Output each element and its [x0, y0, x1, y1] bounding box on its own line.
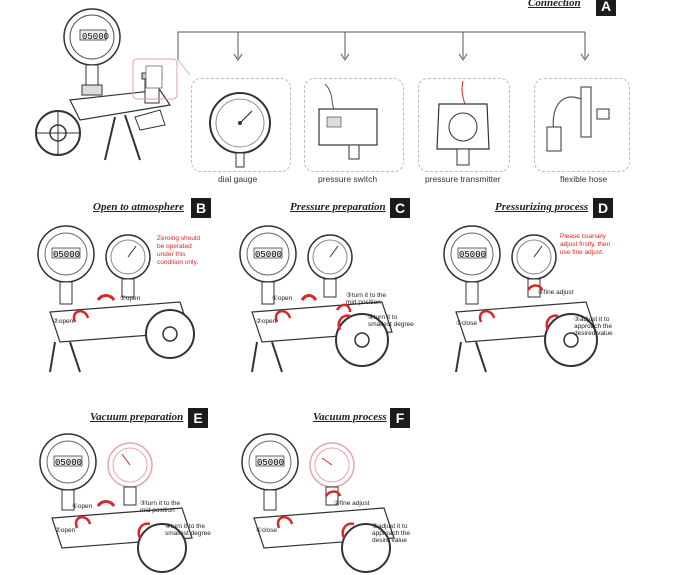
panel-b-readout: 05000	[53, 250, 80, 260]
panel-e-step3: ③turn it to the mid position	[140, 500, 181, 514]
panel-e-readout: 05000	[55, 458, 82, 468]
panel-f-title: Vacuum process	[313, 411, 387, 423]
caption-pressure-switch: pressure switch	[318, 174, 378, 184]
badge-f: F	[390, 408, 410, 428]
connector-highlight	[132, 58, 178, 100]
flexible-hose-icon	[546, 86, 610, 152]
badge-e: E	[188, 408, 208, 428]
dial-gauge-icon	[209, 92, 271, 168]
panel-e-step1: ①open	[72, 503, 93, 510]
pump-illustration-main: 05000	[35, 8, 172, 161]
panel-e-illustration: 05000	[39, 433, 193, 573]
pressure-switch-icon	[318, 83, 378, 160]
connection-lines	[177, 31, 590, 76]
panel-c-step1: ①open	[272, 295, 293, 302]
panel-e-title: Vacuum preparation	[90, 411, 184, 423]
card-dial-gauge	[191, 78, 291, 172]
panel-f-illustration: 05000	[241, 433, 395, 573]
badge-c: C	[390, 198, 410, 218]
panel-f-step1: ①close	[256, 527, 278, 534]
panel-d-title: Pressurizing process	[495, 201, 589, 213]
panel-d-readout: 05000	[459, 250, 486, 260]
panel-b-step2: ②open	[53, 318, 74, 325]
caption-dial-gauge: dial gauge	[218, 174, 258, 184]
panel-c-illustration: 05000	[239, 225, 393, 373]
panel-b-illustration: 05000	[37, 225, 195, 373]
panel-c-title: Pressure preparation	[290, 201, 386, 213]
caption-flexible-hose: flexible hose	[560, 174, 608, 184]
card-pressure-switch	[304, 78, 404, 172]
card-pressure-transmitter	[418, 78, 510, 172]
connection-title: Connection	[528, 0, 581, 9]
panel-b-step1: ①open	[120, 295, 141, 302]
panel-c-step3: ③turn it to the mid position	[346, 292, 387, 306]
panel-f-step2: ②fine adjust	[334, 500, 370, 507]
caption-pressure-transmitter: pressure transmitter	[425, 174, 501, 184]
panel-d-illustration: 05000	[443, 225, 598, 373]
panel-d-step1: ①close	[456, 320, 478, 327]
panel-b-title: Open to atmosphere	[93, 201, 185, 213]
panel-f-step3: ③adjust it to approach the desire value	[372, 523, 410, 544]
panel-d-step3: ③adjust it to approach the desired value	[574, 316, 613, 337]
panel-c-readout: 05000	[255, 250, 282, 260]
badge-a: A	[596, 0, 616, 16]
panel-c-step2: ②open	[256, 318, 277, 325]
panel-d-step2: ②fine adjust	[538, 289, 574, 296]
badge-d: D	[593, 198, 613, 218]
panel-d-note: Please coarsely adjust firstly, then use…	[560, 233, 611, 256]
card-flexible-hose	[534, 78, 630, 172]
panel-e-step2: ②open	[55, 527, 76, 534]
panel-f-readout: 05000	[257, 458, 284, 468]
badge-b: B	[191, 198, 211, 218]
panel-c-step4: ④turn it to smallest degree	[368, 314, 414, 328]
panel-e-step4: ④turn it to the smallest degree	[165, 523, 211, 537]
main-gauge-readout: 05000	[82, 32, 109, 42]
panel-b-note: Zeroing should be operated under this co…	[157, 235, 200, 266]
pressure-transmitter-icon	[436, 80, 490, 166]
